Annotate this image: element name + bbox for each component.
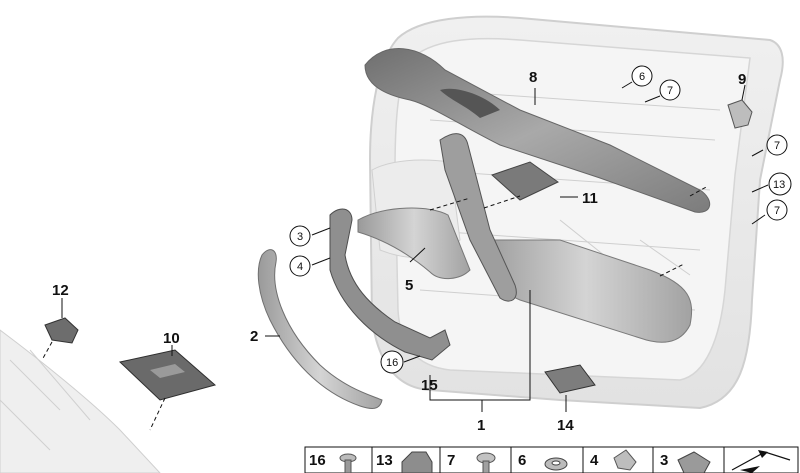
callout-labels: 1 2 3 4 5 6 7 7 7 8 9 10 11 12 13 14 15 …: [52, 65, 792, 434]
label-2: 2: [250, 328, 258, 345]
switch-12: [44, 317, 79, 344]
label-11: 11: [582, 190, 598, 207]
label-9: 9: [738, 71, 746, 88]
leader-lines: [41, 81, 769, 431]
washer-icon: [544, 457, 568, 471]
strip-label-4: 4: [590, 452, 599, 469]
label-7c: 7: [774, 205, 780, 217]
label-7a: 7: [667, 85, 673, 97]
window-switch: [491, 161, 559, 201]
screw-icon: [476, 452, 496, 473]
label-13: 13: [773, 179, 785, 191]
label-1: 1: [477, 417, 485, 434]
strip-label-13: 13: [376, 452, 393, 469]
map-pocket-cover: [357, 207, 471, 279]
label-3: 3: [297, 231, 303, 243]
strip-label-6: 6: [518, 452, 526, 469]
label-14: 14: [557, 417, 574, 434]
expanding-clip-icon: [677, 451, 711, 473]
clip-9: [727, 99, 753, 129]
label-8: 8: [529, 69, 537, 86]
strip-label-3: 3: [660, 452, 668, 469]
label-6: 6: [639, 71, 645, 83]
clip-icon: [613, 449, 637, 471]
fastener-strip: 16 13 7 6 4 3: [304, 446, 799, 473]
screw-icon: [339, 453, 357, 473]
label-4: 4: [297, 261, 303, 273]
label-7b: 7: [774, 140, 780, 152]
label-10: 10: [163, 330, 180, 347]
label-15: 15: [421, 377, 438, 394]
carrier-bracket: [439, 133, 517, 302]
label-5: 5: [405, 277, 413, 294]
arrow-symbol-icon: [731, 450, 791, 473]
strip-label-16: 16: [309, 452, 326, 469]
label-12: 12: [52, 282, 69, 299]
nut-icon: [401, 451, 433, 473]
lower-door-frame: [0, 329, 161, 473]
pull-handle-trim: [257, 249, 383, 409]
strip-label-7: 7: [447, 452, 455, 469]
reflector-14: [544, 364, 596, 394]
handle-carrier: [329, 208, 451, 361]
label-16: 16: [386, 357, 398, 369]
